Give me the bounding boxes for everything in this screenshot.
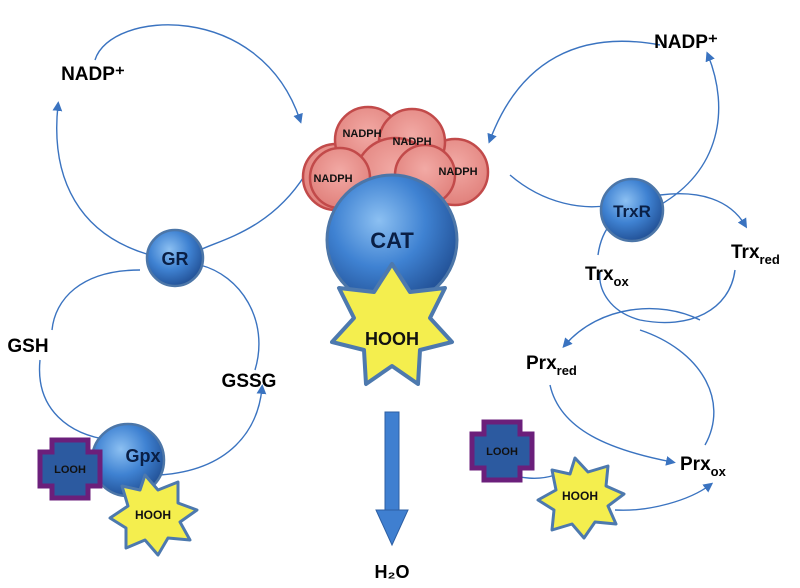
arrow-nadph-to-gr: [94, 24, 303, 124]
hooh-right-star: [536, 456, 626, 540]
looh-right-label: LOOH: [486, 446, 518, 458]
nadp-left-label: NADP⁺: [61, 64, 125, 85]
nadph-label-2: NADPH: [392, 136, 431, 148]
trx-red-label: Trxred: [731, 242, 780, 267]
prx-red-label: Prxred: [526, 353, 577, 378]
gr-label: GR: [162, 249, 189, 269]
arrow-nadph-to-trxr: [509, 174, 611, 208]
prx-ox-label: Prxox: [680, 454, 727, 479]
gpx-label: Gpx: [125, 446, 160, 466]
water-arrow-head: [375, 509, 409, 547]
arrow-nadph-to-trxr-top: [487, 40, 661, 144]
hooh-left-star: [108, 473, 199, 557]
looh-left-cross: [37, 437, 103, 501]
trxr-label: TrxR: [613, 202, 651, 221]
water-label: H₂O: [375, 562, 410, 582]
arrow-prxred-to-prxox: [549, 384, 676, 466]
hooh-right-label: HOOH: [562, 489, 598, 503]
gssg-label: GSSG: [222, 371, 277, 392]
looh-left-label: LOOH: [54, 464, 86, 476]
trx-ox-label: Trxox: [585, 264, 629, 289]
nadph-label-3: NADPH: [313, 173, 352, 185]
arrow-gssg-to-gr: [199, 264, 260, 371]
arrow-trxred-loop: [599, 269, 736, 324]
arrow-gr-to-gsh: [51, 269, 141, 331]
arrow-trxred-to-prxred: [562, 307, 701, 348]
cat-label: CAT: [370, 228, 414, 253]
arrow-gsh-to-gpx: [38, 359, 111, 441]
arrow-nadph-down-to-gr: [199, 174, 306, 251]
arrow-hooh-to-prxox: [614, 482, 714, 511]
trxr-node: [599, 177, 665, 243]
arrow-gr-to-nadp: [52, 101, 151, 256]
looh-right-cross: [469, 419, 535, 483]
nadp-right-label: NADP⁺: [654, 32, 718, 53]
arrow-prxox-to-prxred: [639, 329, 715, 446]
hooh-center-label: HOOH: [365, 329, 419, 349]
arrow-trxr-to-trxred: [659, 193, 748, 229]
hooh-center-star: [330, 262, 454, 386]
water-arrow-shaft: [384, 411, 400, 513]
hooh-left-label: HOOH: [135, 508, 171, 522]
arrow-gpx-to-gssg: [159, 384, 267, 476]
gsh-label: GSH: [7, 336, 48, 357]
nadph-label-1: NADPH: [342, 128, 381, 140]
gr-node: [145, 228, 205, 288]
nadph-label-4: NADPH: [438, 166, 477, 178]
arrow-trxr-to-nadp-right: [659, 51, 720, 206]
